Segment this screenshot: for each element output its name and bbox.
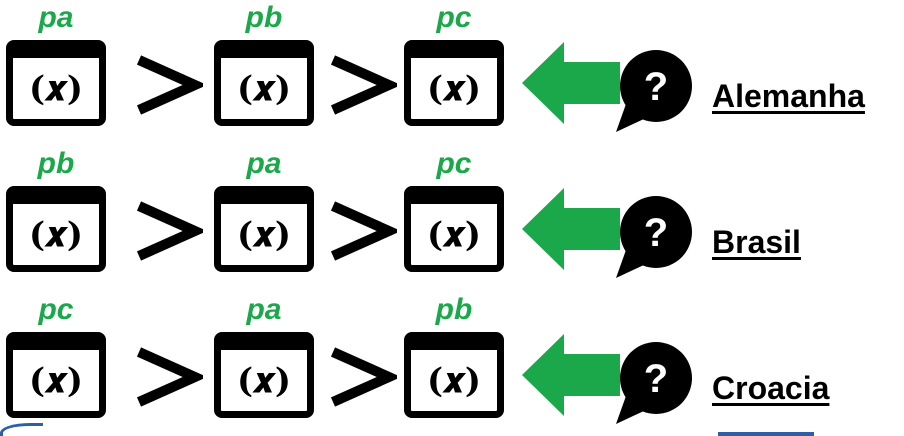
svg-text:?: ?	[644, 357, 668, 401]
function-box-text: (𝒙)	[426, 214, 482, 255]
greater-than-icon	[327, 342, 402, 412]
probability-label: pa	[38, 1, 74, 34]
function-box-icon: (𝒙)	[404, 186, 504, 272]
probability-label: pc	[436, 1, 472, 34]
function-box-icon: (𝒙)	[404, 332, 504, 418]
function-box-icon: (𝒙)	[6, 40, 106, 126]
country-label: Alemanha	[712, 78, 865, 114]
probability-label: pb	[435, 293, 473, 326]
diagram-row-3: pc (𝒙) pa (𝒙) pb (𝒙)? Croacia	[0, 292, 904, 432]
left-arrow-icon	[522, 188, 620, 270]
diagram-row-1: pa (𝒙) pb (𝒙) pc (𝒙)? Alemanha	[0, 0, 904, 140]
greater-than-icon	[133, 50, 208, 120]
function-box-text: (𝒙)	[236, 360, 292, 401]
probability-label: pc	[38, 293, 74, 326]
greater-than-icon	[327, 196, 402, 266]
probability-label: pc	[436, 147, 472, 180]
function-box-text: (𝒙)	[426, 68, 482, 109]
decorative-corner	[0, 423, 43, 436]
diagram-row-2: pb (𝒙) pa (𝒙) pc (𝒙)? Brasil	[0, 146, 904, 286]
greater-than-icon	[133, 196, 208, 266]
question-bubble-icon: ?	[612, 48, 694, 132]
function-box-text: (𝒙)	[236, 68, 292, 109]
function-box-icon: (𝒙)	[214, 332, 314, 418]
probability-label: pb	[37, 147, 75, 180]
svg-text:?: ?	[644, 65, 668, 109]
country-label: Croacia	[712, 370, 830, 406]
function-box-text: (𝒙)	[28, 214, 84, 255]
probability-label: pa	[246, 147, 282, 180]
question-bubble-icon: ?	[612, 340, 694, 424]
probability-label: pb	[245, 1, 283, 34]
function-box-text: (𝒙)	[28, 360, 84, 401]
function-box-text: (𝒙)	[28, 68, 84, 109]
function-box-icon: (𝒙)	[6, 332, 106, 418]
function-box-icon: (𝒙)	[404, 40, 504, 126]
svg-text:?: ?	[644, 211, 668, 255]
function-box-text: (𝒙)	[426, 360, 482, 401]
decorative-line	[718, 432, 814, 436]
country-label: Brasil	[712, 224, 801, 260]
function-box-icon: (𝒙)	[6, 186, 106, 272]
left-arrow-icon	[522, 334, 620, 416]
probability-label: pa	[246, 293, 282, 326]
function-box-text: (𝒙)	[236, 214, 292, 255]
question-bubble-icon: ?	[612, 194, 694, 278]
function-box-icon: (𝒙)	[214, 186, 314, 272]
greater-than-icon	[133, 342, 208, 412]
function-box-icon: (𝒙)	[214, 40, 314, 126]
left-arrow-icon	[522, 42, 620, 124]
greater-than-icon	[327, 50, 402, 120]
